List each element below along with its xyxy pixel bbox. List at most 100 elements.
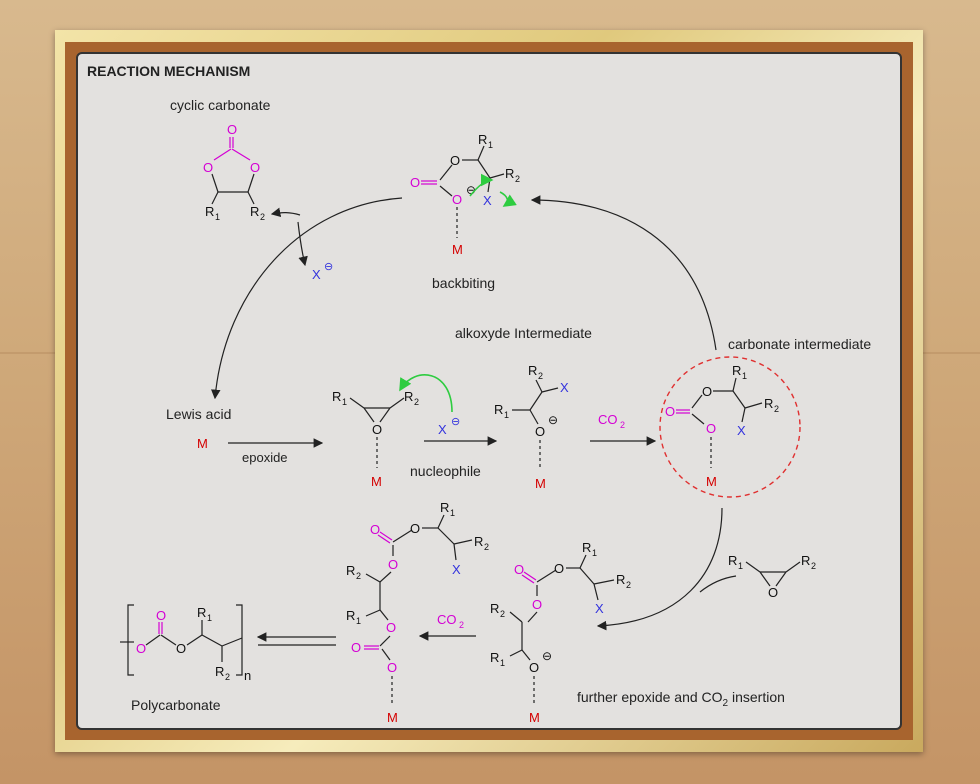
atom-r: R: [205, 204, 214, 219]
epoxide-join-arrow: [699, 575, 737, 593]
subscript: 2: [414, 397, 419, 407]
atom-o: O: [529, 660, 539, 675]
subscript: 2: [515, 174, 520, 184]
atom-o: O: [351, 640, 361, 655]
subscript: 1: [592, 548, 597, 558]
atom-o: O: [554, 561, 564, 576]
atom-o: O: [702, 384, 712, 399]
atom-o: O: [156, 608, 166, 623]
atom-r: R: [346, 608, 355, 623]
atom-x: X: [438, 422, 447, 437]
subscript: 2: [620, 420, 625, 430]
subscript: 1: [500, 658, 505, 668]
atom-r: R: [728, 553, 737, 568]
release-carbonate-arrow: [270, 207, 301, 218]
atom-r: R: [732, 363, 741, 378]
subscript: 2: [260, 212, 265, 222]
co2-label: CO: [437, 612, 457, 627]
subscript: 1: [738, 561, 743, 571]
charge-minus: ⊖: [548, 413, 558, 427]
atom-r: R: [528, 363, 537, 378]
subscript: 2: [459, 620, 464, 630]
charge-minus: ⊖: [451, 416, 460, 428]
growing-chain-center: O O R 1 R 2 X O R 2 R 1 O O O M: [346, 500, 489, 725]
atom-r: R: [582, 540, 591, 555]
atom-m: M: [371, 474, 382, 489]
epoxide-label: epoxide: [242, 450, 288, 465]
atom-r: R: [346, 563, 355, 578]
coordinated-epoxide: R 1 R 2 O M: [332, 374, 453, 489]
atom-r: R: [505, 166, 514, 181]
atom-x: X: [452, 562, 461, 577]
atom-o: O: [532, 597, 542, 612]
atom-r: R: [332, 389, 341, 404]
alkoxide-label: alkoxyde Intermediate: [455, 325, 592, 341]
subscript: 2: [538, 371, 543, 381]
atom-r: R: [474, 534, 483, 549]
atom-o: O: [665, 404, 675, 419]
atom-r: R: [215, 664, 224, 679]
insertion-arrow: [596, 507, 723, 631]
green-arrow-attack: [469, 173, 494, 197]
subscript: 2: [626, 580, 631, 590]
atom-r: R: [616, 572, 625, 587]
atom-r: R: [440, 500, 449, 515]
atom-o: O: [535, 424, 545, 439]
subscript: 1: [742, 371, 747, 381]
atom-r: R: [764, 396, 773, 411]
atom-r: R: [197, 605, 206, 620]
atom-o: O: [388, 557, 398, 572]
atom-o: O: [372, 422, 382, 437]
subscript-n: n: [244, 668, 251, 683]
cycle-arrow-right: [530, 195, 717, 351]
carbonate-structure: O O R 1 R 2 X O M: [665, 363, 779, 489]
atom-m: M: [197, 436, 208, 451]
subscript: 2: [500, 609, 505, 619]
atom-r: R: [404, 389, 413, 404]
subscript: 1: [450, 508, 455, 518]
atom-o: O: [450, 153, 460, 168]
subscript: 2: [774, 404, 779, 414]
subscript: 2: [225, 672, 230, 682]
highlight-circle: [659, 356, 801, 498]
atom-o: O: [370, 522, 380, 537]
release-x-arrow: [297, 221, 308, 267]
carbonate-intermediate-label: carbonate intermediate: [728, 336, 871, 352]
lewis-acid-label: Lewis acid: [166, 406, 231, 422]
subscript: 1: [342, 397, 347, 407]
atom-x: X: [560, 380, 569, 395]
atom-r: R: [478, 132, 487, 147]
atom-o: O: [706, 421, 716, 436]
charge-minus: ⊖: [542, 649, 552, 663]
atom-o: O: [227, 122, 237, 137]
subscript: 2: [484, 542, 489, 552]
cyclic-carbonate-label: cyclic carbonate: [170, 97, 271, 113]
atom-r: R: [801, 553, 810, 568]
polycarbonate-label: Polycarbonate: [131, 697, 221, 713]
atom-m: M: [529, 710, 540, 725]
atom-x: X: [595, 601, 604, 616]
atom-m: M: [535, 476, 546, 491]
atom-m: M: [452, 242, 463, 257]
atom-x: X: [312, 267, 321, 282]
atom-o: O: [176, 641, 186, 656]
further-insertion-label: further epoxide and CO2 insertion: [577, 689, 785, 709]
atom-o: O: [768, 585, 778, 600]
atom-o: O: [410, 521, 420, 536]
charge-minus: ⊖: [466, 183, 476, 197]
page-title: REACTION MECHANISM: [87, 63, 250, 79]
atom-o: O: [386, 620, 396, 635]
atom-o: O: [387, 660, 397, 675]
co2-label: CO: [598, 412, 618, 427]
green-arrow-nucleophile: [399, 374, 453, 413]
atom-r: R: [490, 650, 499, 665]
atom-m: M: [387, 710, 398, 725]
subscript: 1: [504, 410, 509, 420]
cyclic-carbonate-structure: cyclic carbonate O O O R 1 R 2: [170, 97, 271, 222]
atom-m: M: [706, 474, 717, 489]
charge-minus: ⊖: [324, 261, 333, 273]
atom-o: O: [250, 160, 260, 175]
subscript: 1: [207, 613, 212, 623]
alkoxide-structure: R 2 X R 1 O ⊖ M: [494, 363, 569, 491]
